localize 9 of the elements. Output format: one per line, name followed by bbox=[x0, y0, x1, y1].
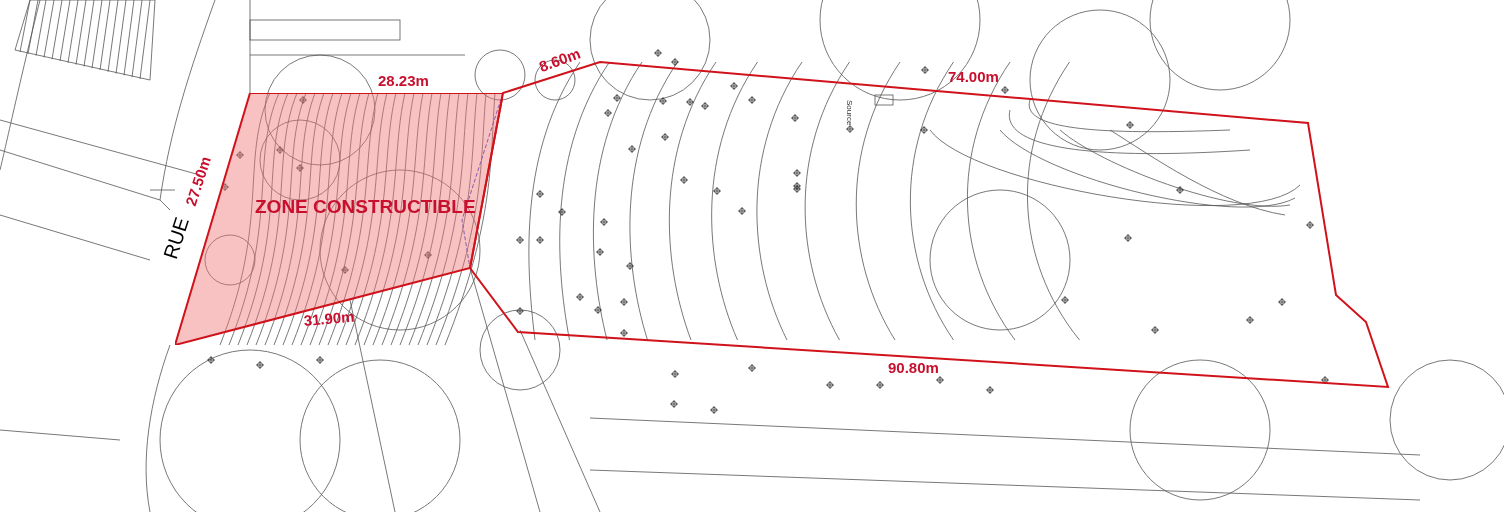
map-label: Source bbox=[845, 100, 853, 126]
dimension-label: 8.60m bbox=[537, 45, 583, 75]
street-name: RUE bbox=[160, 214, 193, 262]
dimension-label: 27.50m bbox=[183, 154, 213, 208]
dimension-label: 74.00m bbox=[948, 69, 999, 84]
dimension-label: 28.23m bbox=[378, 73, 429, 88]
dimension-label: 90.80m bbox=[888, 360, 939, 375]
zone-title: ZONE CONSTRUCTIBLE bbox=[255, 197, 476, 216]
dimension-label: 31.90m bbox=[303, 308, 355, 328]
